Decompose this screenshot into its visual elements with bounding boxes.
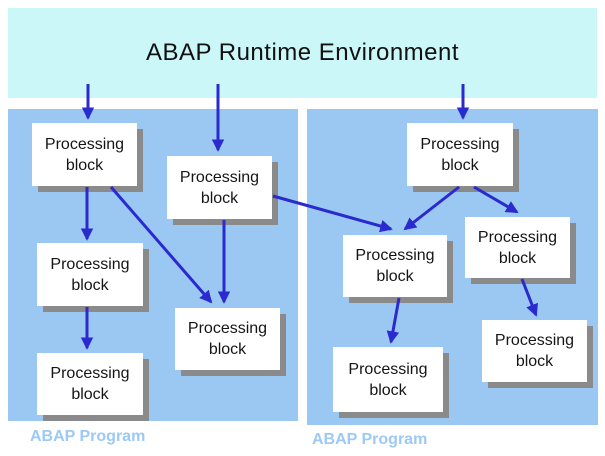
processing-block: Processing block [175, 308, 280, 370]
program-label-left: ABAP Program [30, 428, 146, 445]
runtime-banner-title: ABAP Runtime Environment [145, 39, 460, 66]
processing-block: Processing block [343, 235, 447, 297]
runtime-banner: ABAP Runtime Environment [8, 8, 597, 98]
processing-block: Processing block [482, 320, 587, 382]
processing-block: Processing block [465, 217, 570, 278]
program-label-right: ABAP Program [312, 431, 428, 448]
processing-block: Processing block [32, 123, 137, 186]
processing-block: Processing block [37, 243, 143, 306]
processing-block: Processing block [167, 156, 272, 219]
processing-block: Processing block [37, 353, 143, 415]
processing-block: Processing block [333, 347, 443, 412]
processing-block: Processing block [407, 123, 513, 186]
